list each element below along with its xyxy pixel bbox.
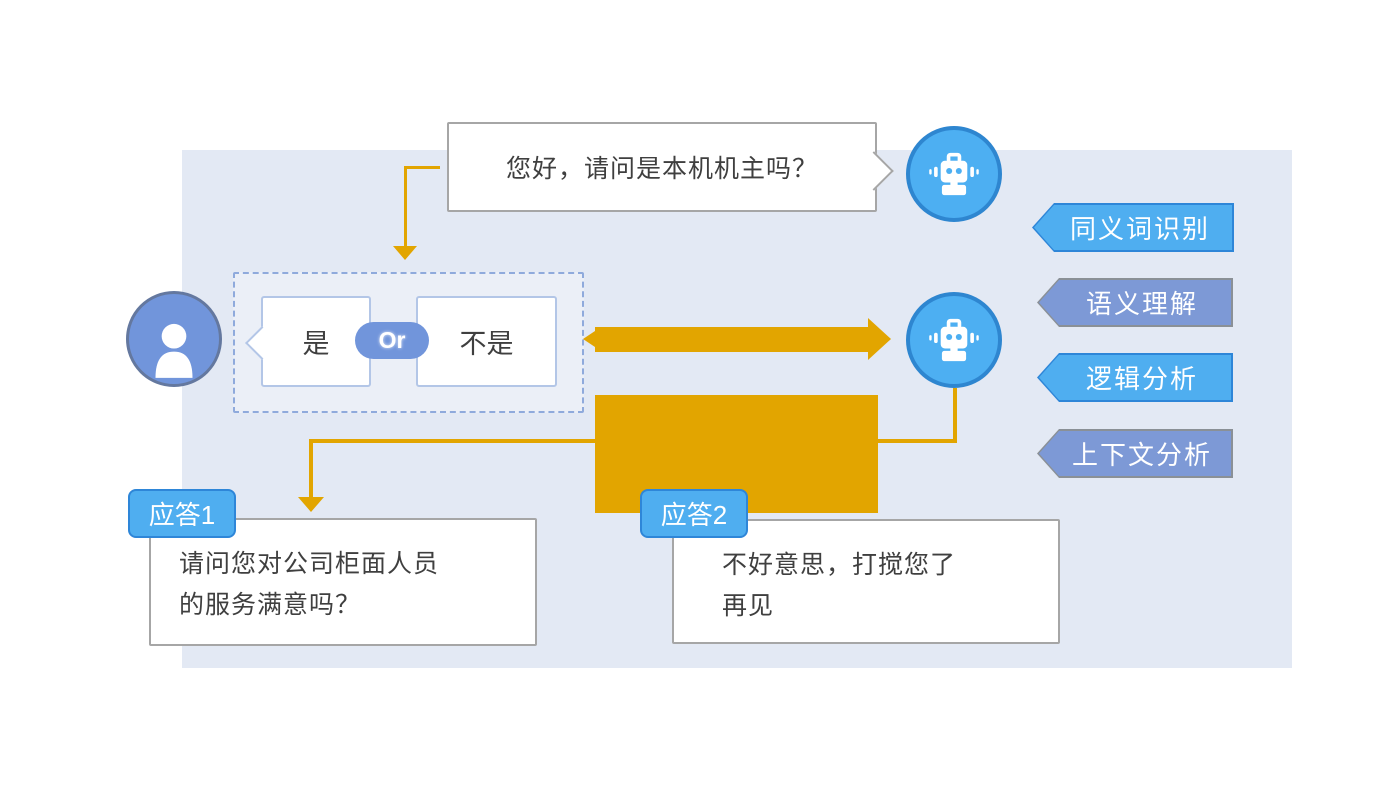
main-arrow-bar <box>595 327 868 352</box>
connector-response1-vertical <box>309 439 313 499</box>
or-label: Or <box>378 327 406 353</box>
response2-line1: 不好意思，打搅您了 <box>722 551 957 579</box>
feature-tag-context-analysis: 上下文分析 <box>1037 429 1233 478</box>
response2-tag: 应答2 <box>640 489 748 538</box>
response1-line2: 的服务满意吗？ <box>179 591 362 619</box>
response2-box: 不好意思，打搅您了 再见 <box>672 519 1060 644</box>
user-icon <box>155 323 193 378</box>
feature-tag-synonym-recognition: 同义词识别 <box>1032 203 1234 252</box>
response2-tag-label: 应答2 <box>660 500 728 530</box>
response1-tag: 应答1 <box>128 489 236 538</box>
response1-tag-label: 应答1 <box>148 500 216 530</box>
robot-avatar-top <box>906 126 1002 222</box>
bot-question-text: 您好，请问是本机机主吗？ <box>505 155 818 183</box>
feature-label: 同义词识别 <box>1069 214 1210 244</box>
connector-robot-vertical <box>953 388 957 443</box>
arrowhead-down-icon <box>393 246 417 260</box>
robot-icon <box>929 152 979 196</box>
feature-label: 逻辑分析 <box>1085 364 1198 394</box>
feature-label: 语义理解 <box>1085 289 1198 319</box>
robot-icon <box>929 318 979 362</box>
option-no-box: 不是 <box>416 296 557 387</box>
bot-question-bubble: 您好，请问是本机机主吗？ <box>447 122 877 212</box>
or-badge: Or <box>355 322 429 359</box>
option-no-label: 不是 <box>459 329 514 359</box>
response1-box: 请问您对公司柜面人员 的服务满意吗？ <box>149 518 537 646</box>
arrowhead-down-icon <box>298 497 324 512</box>
response1-line1: 请问您对公司柜面人员 <box>179 550 440 578</box>
connector-top-horizontal <box>404 166 440 169</box>
arrow-tail-tip-icon <box>583 331 595 347</box>
response2-line2: 再见 <box>722 592 775 620</box>
feature-label: 上下文分析 <box>1071 440 1212 470</box>
feature-tag-semantic-understanding: 语义理解 <box>1037 278 1233 327</box>
arrow-right-icon <box>868 318 891 360</box>
robot-avatar-middle <box>906 292 1002 388</box>
option-yes-label: 是 <box>302 329 330 359</box>
feature-tag-logic-analysis: 逻辑分析 <box>1037 353 1233 402</box>
user-avatar <box>126 291 222 387</box>
connector-top-vertical <box>404 166 407 248</box>
